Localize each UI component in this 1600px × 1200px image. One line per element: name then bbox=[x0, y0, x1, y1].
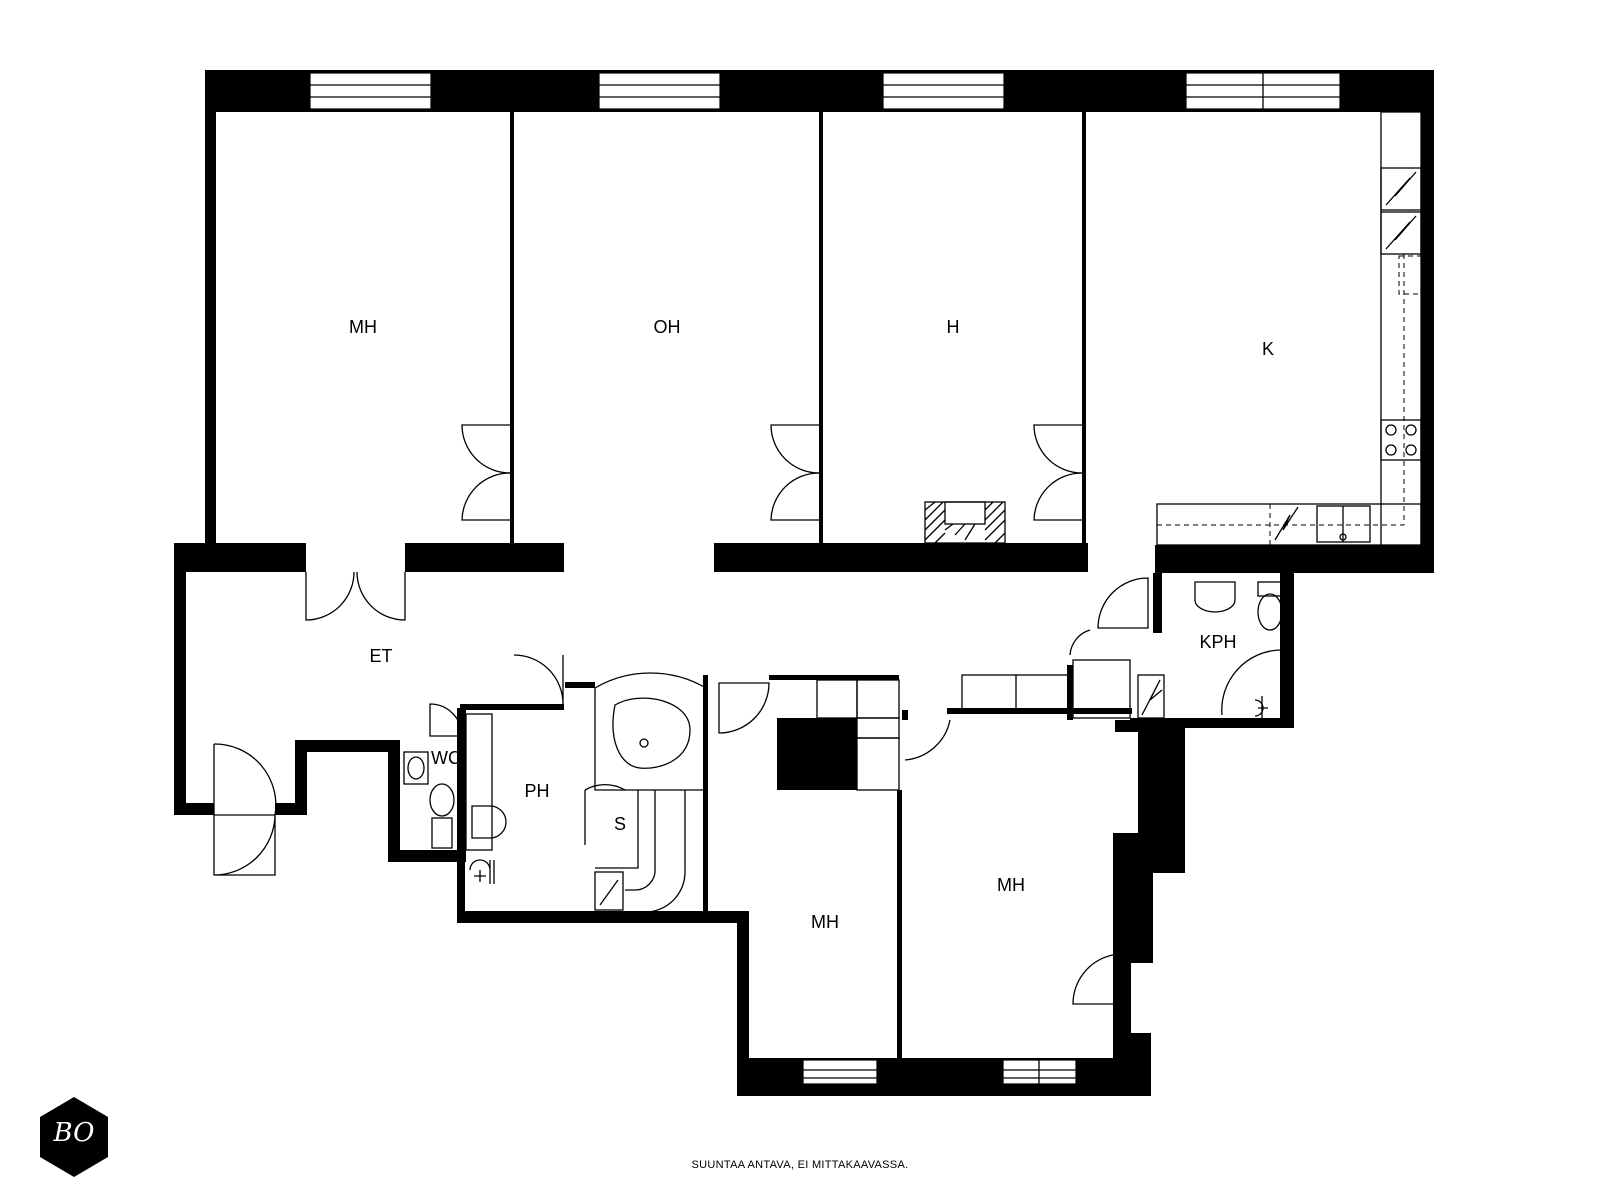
sauna-stove bbox=[594, 871, 624, 911]
window-mh2 bbox=[802, 1059, 878, 1085]
window-oh bbox=[598, 72, 721, 110]
room-label-oh: OH bbox=[654, 317, 681, 337]
kph-sink bbox=[1194, 581, 1236, 613]
stove bbox=[1380, 419, 1422, 461]
kph-shower bbox=[1254, 696, 1268, 720]
room-label-ph: PH bbox=[524, 781, 549, 801]
wc-sink bbox=[403, 751, 429, 785]
hexagon-logo-icon bbox=[40, 1097, 108, 1177]
room-label-et: ET bbox=[369, 646, 392, 666]
walls bbox=[174, 70, 1434, 1096]
room-label-mh3: MH bbox=[997, 875, 1025, 895]
room-label-k: K bbox=[1262, 339, 1274, 359]
window-h bbox=[882, 72, 1005, 110]
sauna-bench bbox=[595, 790, 686, 913]
room-label-mh1: MH bbox=[349, 317, 377, 337]
window-mh3 bbox=[1002, 1059, 1077, 1085]
room-label-kph: KPH bbox=[1199, 632, 1236, 652]
wc-toilet bbox=[431, 817, 453, 849]
kph-toilet-tank bbox=[1257, 581, 1283, 597]
corner-bath bbox=[594, 672, 707, 791]
room-label-mh2: MH bbox=[811, 912, 839, 932]
fixtures bbox=[403, 111, 1422, 913]
window-mh1 bbox=[309, 72, 432, 110]
room-labels: MH OH H K ET WC PH S KPH MH MH bbox=[349, 317, 1274, 932]
kitchen-counter-right bbox=[1380, 111, 1422, 548]
windows bbox=[309, 72, 1341, 1085]
doors bbox=[213, 424, 1281, 1005]
window-k bbox=[1185, 72, 1341, 110]
footer-note: SUUNTAA ANTAVA, EI MITTAKAAVASSA. bbox=[691, 1159, 909, 1171]
logo-text: BO bbox=[53, 1118, 95, 1148]
room-label-h: H bbox=[947, 317, 960, 337]
room-label-wc: WC bbox=[431, 748, 461, 768]
ph-shower bbox=[469, 859, 495, 884]
room-label-s: S bbox=[614, 814, 626, 834]
ph-sink bbox=[471, 805, 507, 839]
